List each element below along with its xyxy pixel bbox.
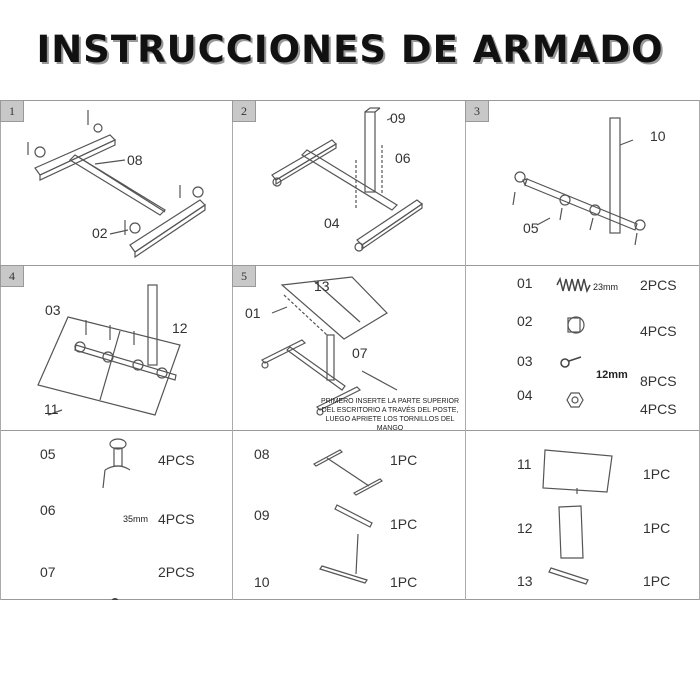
parts-panel-c: 08 1PC 09 1PC 10 1PC bbox=[232, 430, 465, 599]
part-label: 07 bbox=[352, 345, 368, 361]
step-5-panel: 5 13 01 07 PRIMERO INSERTE LA PARTE SUPE… bbox=[232, 265, 465, 432]
part-id: 05 bbox=[40, 446, 56, 462]
hex-nut-icon bbox=[566, 392, 584, 408]
bottom-whitespace bbox=[0, 600, 700, 700]
part-id: 08 bbox=[254, 446, 270, 462]
part-label: 05 bbox=[523, 220, 539, 236]
part-label: 11 bbox=[44, 401, 59, 417]
base-assembly-illustration bbox=[27, 110, 206, 259]
clamp-knob-icon bbox=[89, 438, 143, 668]
desk-board-icon bbox=[542, 449, 613, 585]
part-qty: 8PCS bbox=[640, 373, 677, 389]
part-qty: 1PC bbox=[390, 516, 418, 532]
part-label: 08 bbox=[127, 152, 143, 168]
part-id: 02 bbox=[517, 313, 533, 329]
parts-panel-b: 05 4PCS 06 35mm 4PCS 07 2PCS bbox=[0, 430, 232, 668]
part-size: 23mm bbox=[593, 282, 619, 292]
base-frame-icon bbox=[313, 449, 383, 584]
part-id: 07 bbox=[40, 564, 56, 580]
page-title: INSTRUCCIONES DE ARMADO bbox=[36, 28, 664, 71]
step-1-panel: 1 08 02 bbox=[0, 100, 232, 265]
stopper-bar-icon bbox=[548, 567, 589, 585]
step-number: 3 bbox=[465, 100, 489, 122]
step-2-panel: 2 09 06 04 bbox=[232, 100, 465, 265]
part-qty: 4PCS bbox=[158, 511, 195, 527]
part-qty: 2PCS bbox=[640, 277, 677, 293]
parts-panel-d: 11 1PC 12 1PC 13 1PC bbox=[465, 430, 699, 599]
side-board-icon bbox=[558, 505, 584, 559]
short-screw-icon bbox=[560, 356, 582, 368]
board-mounting-illustration bbox=[37, 284, 181, 416]
part-label: 10 bbox=[650, 128, 666, 144]
part-qty: 1PC bbox=[643, 466, 671, 482]
part-id: 12 bbox=[517, 520, 533, 536]
part-id: 06 bbox=[40, 502, 56, 518]
step-4-panel: 4 11 03 12 bbox=[0, 265, 232, 430]
part-id: 01 bbox=[517, 275, 533, 291]
part-qty: 4PCS bbox=[640, 323, 677, 339]
part-label: 04 bbox=[324, 215, 340, 231]
part-label: 06 bbox=[395, 150, 411, 166]
part-id: 10 bbox=[254, 574, 270, 590]
step-3-panel: 3 10 05 bbox=[465, 100, 699, 265]
part-qty: 4PCS bbox=[640, 401, 677, 417]
post-assembly-illustration bbox=[271, 107, 424, 252]
part-qty: 4PCS bbox=[158, 452, 195, 468]
parts-panel-a: 01 23mm 2PCS 02 4PCS 03 12mm 8PCS 04 4PC… bbox=[465, 265, 699, 430]
desk-top-mounting-illustration bbox=[260, 276, 398, 416]
step-number: 5 bbox=[232, 265, 256, 287]
part-id: 09 bbox=[254, 507, 270, 523]
clamp-assembly-illustration bbox=[512, 117, 646, 246]
spring-icon bbox=[556, 276, 591, 408]
part-label: 09 bbox=[390, 110, 406, 126]
part-label: 02 bbox=[92, 225, 108, 241]
post-icon bbox=[319, 533, 368, 584]
part-label: 12 bbox=[172, 320, 188, 336]
step-number: 2 bbox=[232, 100, 256, 122]
part-qty: 2PCS bbox=[158, 564, 195, 580]
instruction-grid: 1 08 02 2 bbox=[0, 100, 700, 668]
step-number: 4 bbox=[0, 265, 24, 287]
part-size: 12mm bbox=[596, 369, 628, 381]
assembly-note: PRIMERO INSERTE LA PARTE SUPERIOR DEL ES… bbox=[320, 398, 460, 432]
part-label: 13 bbox=[314, 278, 330, 294]
cross-bar-icon bbox=[334, 504, 373, 528]
part-qty: 1PC bbox=[643, 520, 671, 536]
caster-wheel-icon bbox=[567, 316, 585, 334]
part-id: 13 bbox=[517, 573, 533, 589]
part-id: 03 bbox=[517, 353, 533, 369]
part-qty: 1PC bbox=[390, 574, 418, 590]
part-label: 03 bbox=[45, 302, 61, 318]
part-id: 04 bbox=[517, 387, 533, 403]
part-qty: 1PC bbox=[643, 573, 671, 589]
part-id: 11 bbox=[517, 456, 532, 472]
part-label: 01 bbox=[245, 305, 261, 321]
step-number: 1 bbox=[0, 100, 24, 122]
part-size: 35mm bbox=[123, 514, 149, 524]
part-qty: 1PC bbox=[390, 452, 418, 468]
